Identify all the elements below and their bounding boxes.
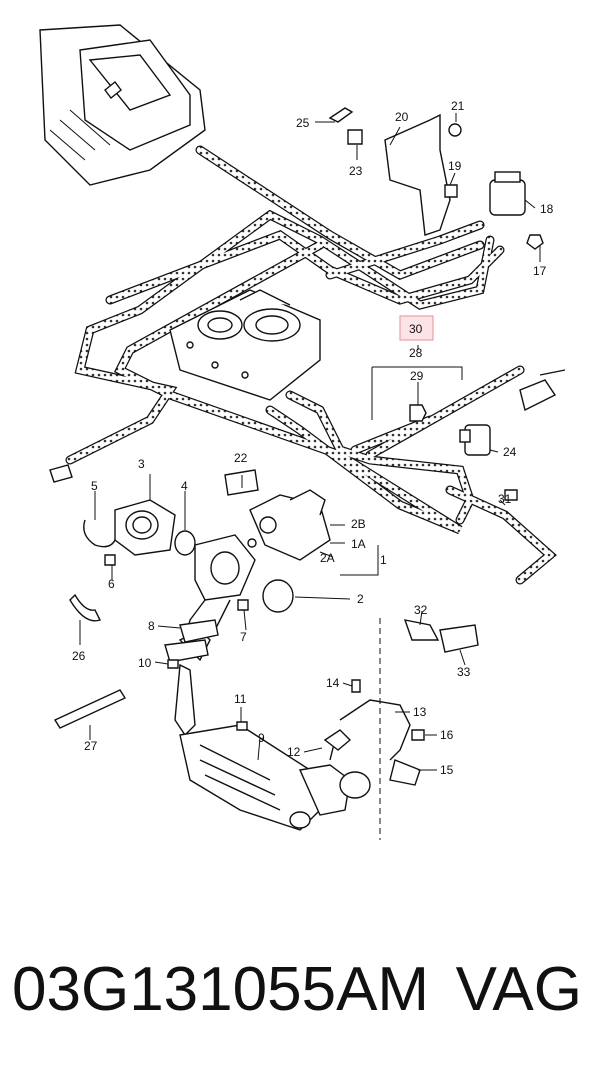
label-22: 22 [234, 451, 248, 465]
label-2A: 2A [320, 551, 335, 565]
vacuum-valve-24 [409, 369, 566, 456]
vacuum-hoses [65, 145, 557, 585]
intake-manifold [169, 289, 321, 401]
label-32: 32 [414, 603, 428, 617]
label-7: 7 [240, 630, 247, 644]
brand-name: VAG [455, 955, 582, 1024]
label-3: 3 [138, 457, 145, 471]
egr-valve [247, 489, 331, 561]
part-number: 03G131055AM [12, 955, 430, 1024]
label-2: 2 [357, 592, 364, 606]
label-16: 16 [440, 728, 454, 742]
label-1A: 1A [351, 537, 366, 551]
label-13: 13 [413, 705, 427, 719]
solenoid-valve-bracket [328, 107, 544, 250]
label-31: 31 [498, 492, 512, 506]
label-24: 24 [503, 445, 517, 459]
leader-lines [79, 113, 541, 840]
label-23: 23 [349, 164, 363, 178]
label-28: 28 [409, 346, 423, 360]
highlight-box-30 [399, 315, 434, 341]
label-8: 8 [148, 619, 155, 633]
egr-cooler [174, 629, 421, 831]
part-caption: 03G131055AM VAG [0, 935, 600, 1045]
label-18: 18 [540, 202, 554, 216]
label-27: 27 [84, 739, 98, 753]
label-25: 25 [296, 116, 310, 130]
label-29: 29 [410, 369, 424, 383]
label-5: 5 [91, 479, 98, 493]
label-6: 6 [108, 577, 115, 591]
label-12: 12 [287, 745, 301, 759]
label-19: 19 [448, 159, 462, 173]
exploded-parts-diagram: 25 20 21 23 19 18 17 30 28 29 24 31 3 22… [39, 24, 566, 840]
label-10: 10 [138, 656, 152, 670]
label-1: 1 [380, 553, 387, 567]
part-labels: 25 20 21 23 19 18 17 30 28 29 24 31 3 22… [72, 99, 554, 777]
label-2B: 2B [351, 517, 366, 531]
label-20: 20 [395, 110, 409, 124]
label-11: 11 [234, 692, 247, 706]
label-15: 15 [440, 763, 454, 777]
throttle-body [83, 499, 196, 556]
label-21: 21 [451, 99, 465, 113]
air-filter-housing [39, 24, 206, 186]
label-14: 14 [326, 676, 340, 690]
label-30: 30 [409, 322, 423, 336]
label-4: 4 [181, 479, 188, 493]
label-26: 26 [72, 649, 86, 663]
label-17: 17 [533, 264, 547, 278]
label-33: 33 [457, 665, 471, 679]
label-9: 9 [258, 731, 265, 745]
